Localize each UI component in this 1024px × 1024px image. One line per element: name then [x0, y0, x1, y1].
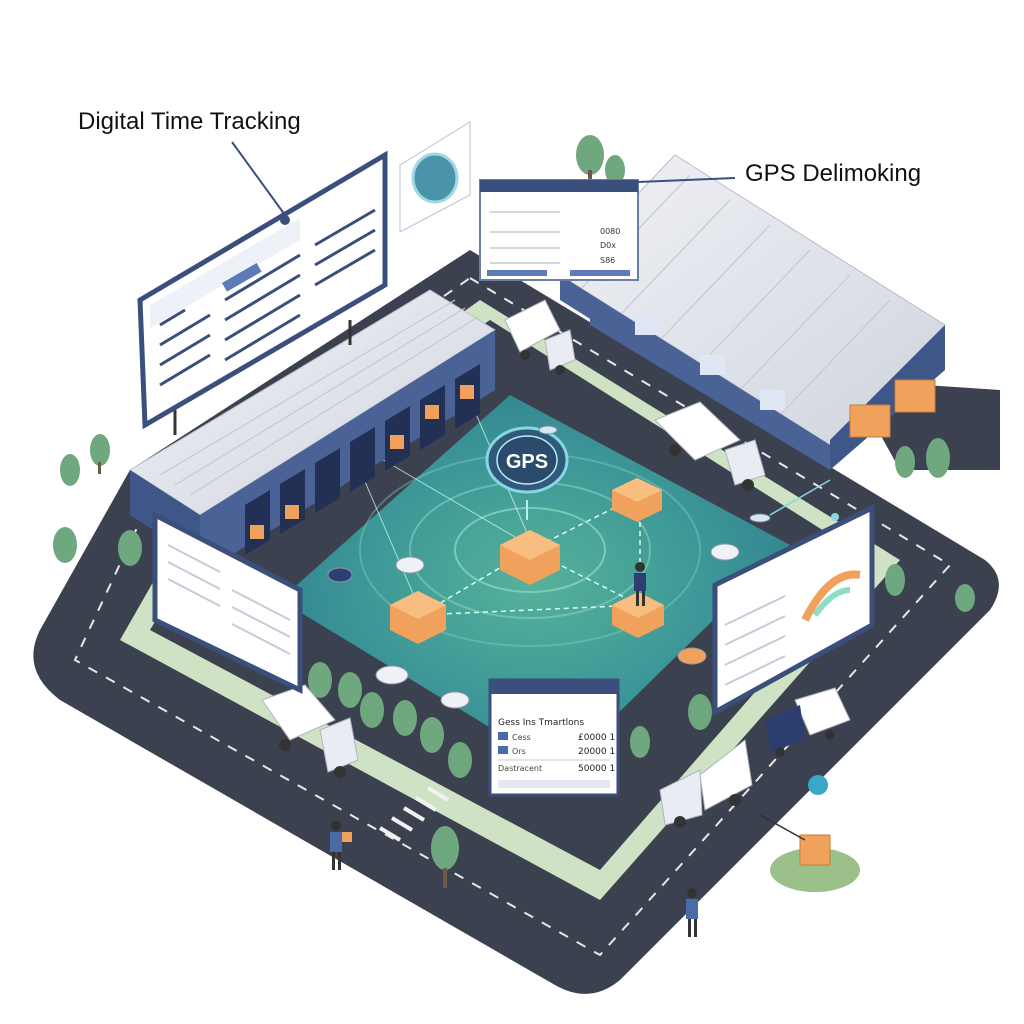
gps-badge-label: GPS: [506, 451, 548, 473]
right-warehouse: [559, 154, 946, 470]
gps-badge: GPS: [485, 426, 569, 520]
truck-top: [504, 299, 576, 375]
gps-panel-value-1: 0080: [600, 227, 620, 236]
center-box: [500, 530, 560, 585]
time-tracking-panel: [137, 141, 388, 435]
yard-boxes: [390, 478, 664, 644]
callout-time-tracking: Digital Time Tracking: [78, 108, 301, 135]
transactions-row3-label: Dastracent: [498, 764, 542, 773]
transactions-row1-value: £0000 1: [578, 733, 615, 743]
workers: [330, 562, 698, 937]
transactions-row3-value: 50000 1: [578, 764, 615, 774]
gps-panel-value-2: D0x: [600, 241, 616, 250]
dashboard-panel: [712, 479, 875, 717]
drones: [538, 425, 771, 523]
van-right: [765, 687, 851, 757]
gps-panel-value-3: S86: [600, 256, 615, 265]
callout-gps: GPS Delimoking: [745, 160, 922, 187]
crosswalk: [378, 786, 450, 842]
gps-card: [399, 121, 471, 233]
location-pin: [759, 775, 860, 892]
gps-panel: 0080 D0x S86: [479, 177, 736, 281]
trucks: [261, 299, 851, 828]
truck-bottom-right: [659, 739, 753, 828]
transactions-row1-label: Cess: [512, 733, 531, 742]
truck-bottom-left: [261, 684, 359, 778]
transactions-row2-value: 20000 1: [578, 747, 615, 757]
truck-right: [654, 401, 766, 491]
left-lower-panel: [152, 510, 303, 694]
transactions-panel: Gess Ins Tmartlons Cess £0000 1 Ors 2000…: [488, 678, 620, 797]
small-cars: [327, 543, 740, 709]
trees: [53, 135, 975, 888]
transactions-title: Gess Ins Tmartlons: [498, 718, 584, 728]
transactions-row2-label: Ors: [512, 747, 526, 756]
